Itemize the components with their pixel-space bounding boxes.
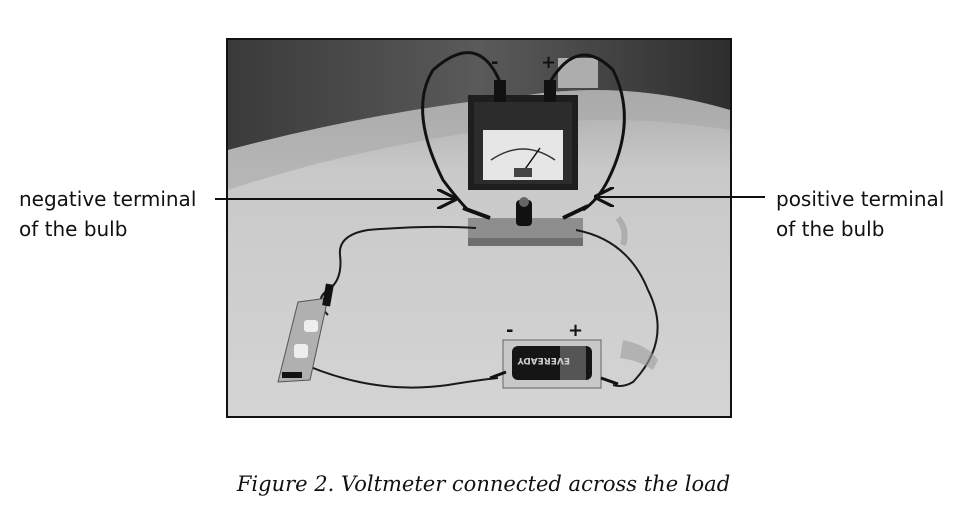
negative-terminal-label-line1: negative terminal	[19, 187, 197, 211]
circuit-photo: EVEREADY - + - +	[226, 38, 732, 418]
voltmeter-minus-terminal	[494, 80, 506, 102]
positive-terminal-label-line2: of the bulb	[776, 217, 885, 241]
negative-terminal-label-line2: of the bulb	[19, 217, 128, 241]
bulb-board	[462, 197, 589, 246]
battery-brand-text: EVEREADY	[517, 355, 570, 365]
bulb-holder	[516, 200, 532, 226]
negative-terminal-label: negative terminal of the bulb	[19, 184, 196, 244]
positive-terminal-label: positive terminal of the bulb	[776, 184, 944, 244]
wire-switch-to-battery	[307, 365, 499, 389]
voltmeter-minus-sign: -	[491, 52, 498, 73]
circuit-photo-drawing: EVEREADY - + - +	[228, 40, 730, 416]
voltmeter-plus-sign: +	[541, 52, 556, 73]
wire-bulb-to-switch	[319, 225, 477, 316]
positive-terminal-label-line1: positive terminal	[776, 187, 945, 211]
switch	[277, 283, 334, 383]
battery-minus-sign: -	[506, 320, 513, 341]
figure-caption: Figure 2. Voltmeter connected across the…	[236, 472, 731, 496]
battery-plus-sign: +	[568, 320, 583, 341]
voltmeter-plus-terminal	[544, 80, 556, 102]
wire-bulb-to-battery	[575, 229, 659, 387]
voltmeter	[468, 58, 598, 190]
battery-holder: EVEREADY	[489, 339, 619, 389]
